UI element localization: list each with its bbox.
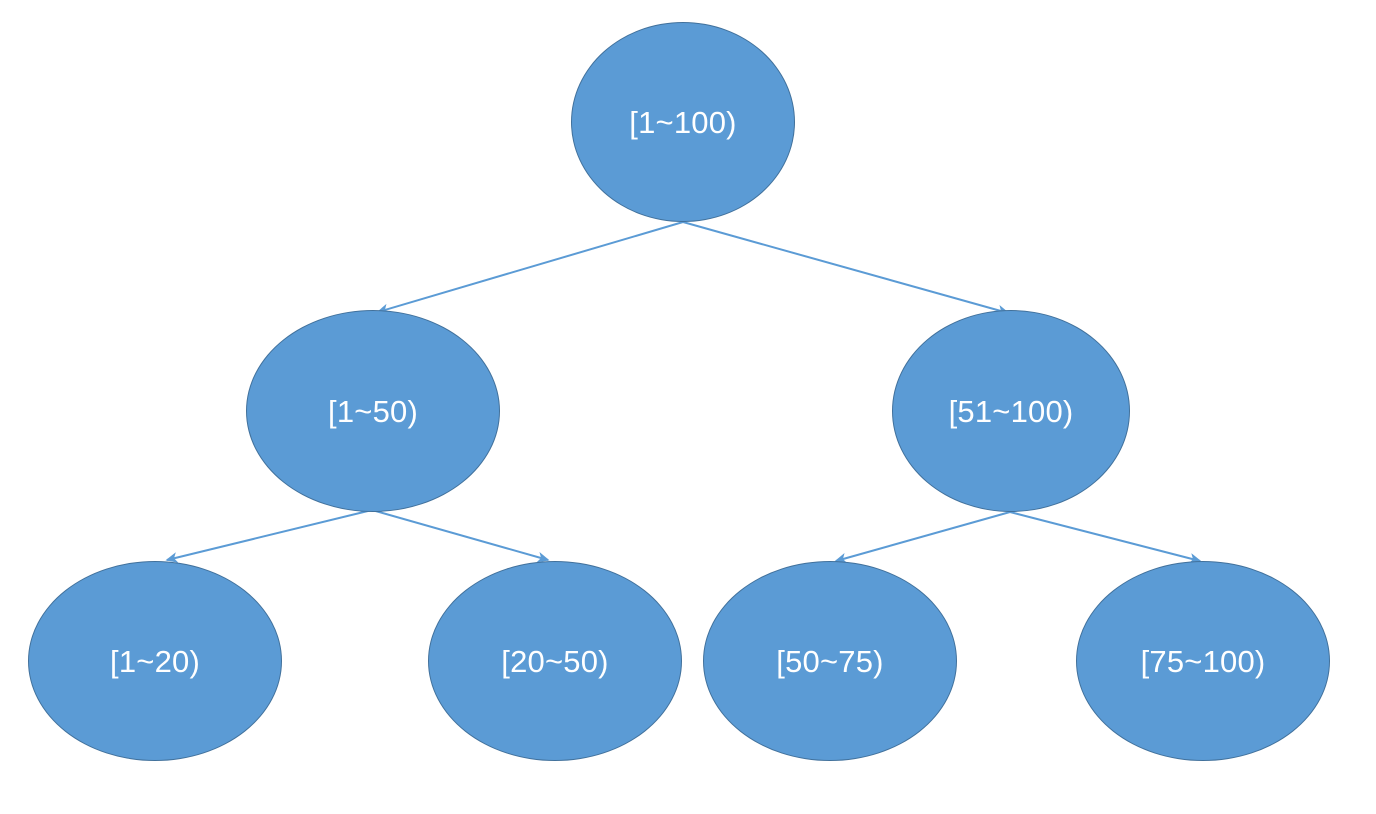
tree-edge bbox=[376, 221, 684, 315]
tree-edge bbox=[1009, 511, 1202, 564]
tree-node-left-1-50[interactable]: [1~50) bbox=[246, 310, 500, 512]
tree-node-root[interactable]: [1~100) bbox=[571, 22, 795, 222]
tree-node-leaf-50-75[interactable]: [50~75) bbox=[703, 561, 957, 761]
node-label: [1~100) bbox=[629, 104, 737, 140]
tree-edge bbox=[165, 509, 373, 563]
node-label: [1~50) bbox=[328, 393, 418, 429]
tree-node-right-51-100[interactable]: [51~100) bbox=[892, 310, 1130, 512]
node-label: [20~50) bbox=[501, 643, 609, 679]
tree-edge bbox=[371, 509, 550, 563]
tree-edge bbox=[834, 511, 1011, 564]
node-label: [75~100) bbox=[1140, 643, 1266, 679]
tree-edge bbox=[682, 221, 1010, 316]
tree-node-leaf-75-100[interactable]: [75~100) bbox=[1076, 561, 1330, 761]
node-label: [51~100) bbox=[948, 393, 1074, 429]
node-label: [50~75) bbox=[776, 643, 884, 679]
tree-edges bbox=[165, 221, 1202, 564]
node-label: [1~20) bbox=[110, 643, 200, 679]
tree-node-leaf-20-50[interactable]: [20~50) bbox=[428, 561, 682, 761]
tree-node-leaf-1-20[interactable]: [1~20) bbox=[28, 561, 282, 761]
